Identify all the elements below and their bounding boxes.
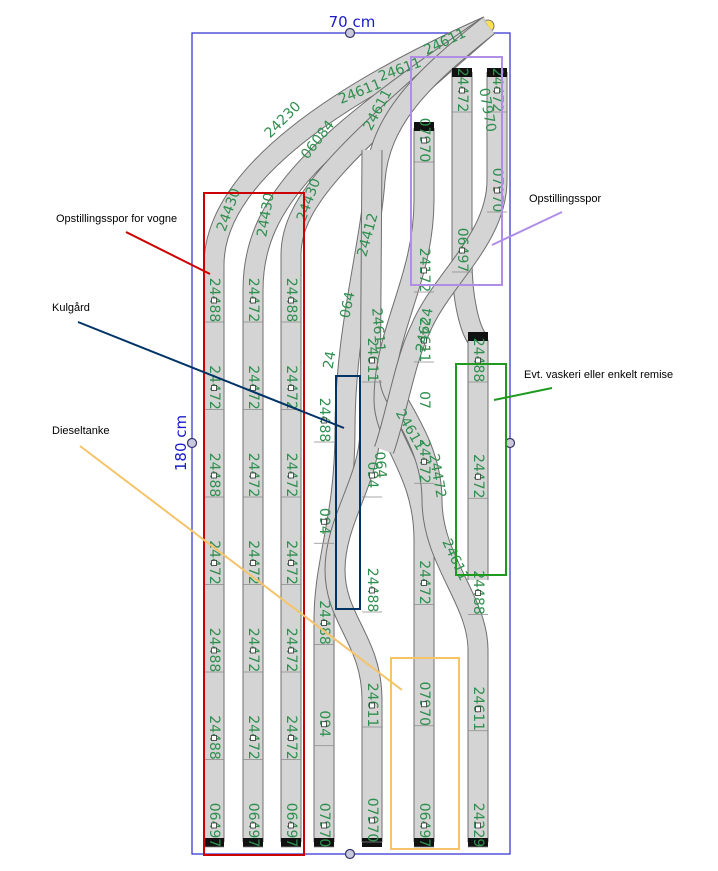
joint-marker [250,735,256,741]
leader-line-diesel [79,445,403,691]
joint-marker [459,87,465,94]
joint-marker [288,472,294,479]
annotation-label-hump: Kulgård [52,302,90,314]
curve-track-label: 064 [337,290,358,320]
joint-marker [288,560,294,566]
annotation-label-wagons: Opstillingsspor for vogne [56,213,177,225]
joint-marker [421,337,427,344]
joint-marker [369,817,375,824]
end-buffer-4 [314,838,334,847]
joint-marker [369,587,375,594]
end-buffer-1 [204,838,224,847]
curve-track-label: 24 [321,350,340,370]
joint-marker [211,647,217,654]
joint-marker [321,620,327,626]
track-path-1 [204,17,492,842]
joint-marker [250,560,256,566]
curve-track-label: 24430 [254,192,277,239]
joint-marker [321,721,327,728]
end-buffer-11 [468,332,488,341]
board-width-label: 70 cm [329,13,376,31]
end-buffer-9 [487,68,507,77]
joint-marker [211,472,217,479]
annotation-label-diesel: Dieseltanke [52,425,109,437]
joint-marker [369,357,375,364]
curve-track-label: 24624 [413,307,437,354]
joint-marker [250,297,256,304]
joint-marker [459,247,465,254]
joint-marker [211,560,217,566]
joint-marker [211,385,217,391]
joint-marker [321,822,327,829]
leader-line-wagons [125,231,211,275]
annotation-label-siding: Opstillingsspor [529,193,601,205]
connection-point-top [344,27,356,39]
joint-marker [250,647,256,654]
joint-marker [369,702,375,709]
end-buffer-8 [452,68,472,77]
joint-marker [250,472,256,479]
joint-marker [421,701,427,708]
board-height-label: 180 cm [172,415,190,471]
end-buffer-10 [414,122,434,131]
joint-marker [421,822,427,829]
joint-marker [475,473,481,480]
end-buffer-7 [468,838,488,847]
leader-line-hump [77,321,345,429]
joint-marker [211,822,217,829]
annotation-box-wash [455,363,507,576]
joint-marker [475,706,481,713]
joint-marker [288,735,294,741]
joint-marker [288,385,294,391]
track-path-9 [375,72,507,454]
connection-points [186,27,516,860]
joint-marker [288,822,294,829]
joint-marker [211,297,217,304]
joint-marker [494,87,500,94]
end-buffer-3 [281,838,301,847]
joint-marker [211,735,217,741]
leader-line-siding [491,211,563,246]
joint-marker [369,472,375,479]
leader-line-wash [493,387,553,401]
annotation-box-wagons [203,192,305,856]
track-path-5 [325,149,382,842]
curve-track-label: 24611 [368,307,388,353]
end-buffer-5 [362,838,382,847]
joint-marker [288,297,294,304]
joint-marker [321,518,327,525]
joint-marker [475,590,481,596]
joint-marker [421,580,427,586]
end-buffer-2 [243,838,263,847]
joint-marker [421,267,427,274]
connection-point-left [186,437,198,449]
annotation-box-siding [410,56,503,286]
track-path-6 [374,128,434,842]
joint-marker [250,385,256,391]
annotation-box-hump [335,375,361,610]
curve-track-label: 07970 [475,87,498,134]
joint-marker [494,187,500,194]
curve-track-label: 07 [416,391,432,409]
tracks [203,16,508,847]
joint-marker [475,357,481,364]
joint-marker [475,822,481,829]
joint-marker [288,647,294,654]
annotation-label-wash: Evt. vaskeri eller enkelt remise [524,369,673,381]
curve-track-label: 24472 [425,453,448,500]
joint-marker [250,822,256,829]
joint-marker [421,137,427,144]
joint-marker [421,458,427,465]
end-buffer-6 [414,838,434,847]
connection-point-bottom [344,848,356,860]
curve-track-label: 064 [371,451,389,479]
annotation-box-diesel [390,657,460,850]
